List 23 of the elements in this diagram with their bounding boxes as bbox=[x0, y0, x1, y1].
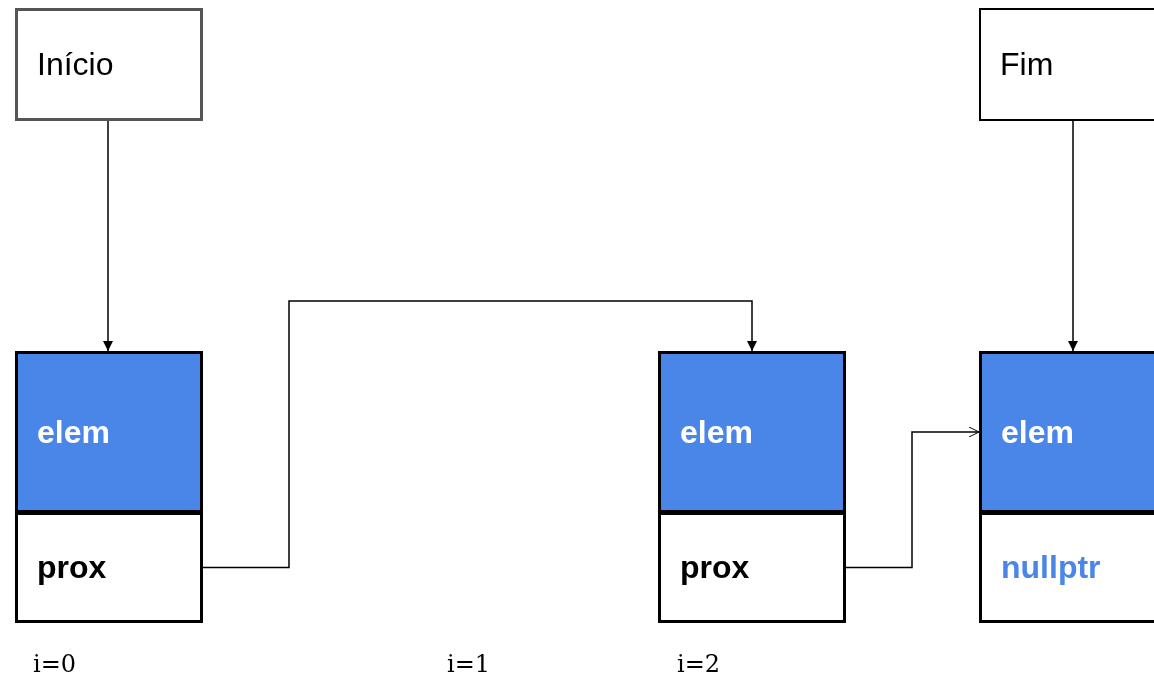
element-cell bbox=[658, 351, 846, 513]
arrow bbox=[1068, 120, 1078, 352]
arrow bbox=[845, 426, 980, 569]
index-label: i=1 bbox=[447, 650, 491, 678]
index-label: i=2 bbox=[677, 650, 721, 678]
arrow bbox=[202, 300, 757, 569]
cell-label: elem bbox=[680, 413, 753, 451]
cell-label: nullptr bbox=[1001, 549, 1101, 586]
pointer-cell bbox=[979, 512, 1154, 623]
label-box bbox=[979, 8, 1154, 121]
index-label: i=0 bbox=[33, 650, 77, 678]
cell-label: elem bbox=[37, 413, 110, 451]
cell-label: prox bbox=[37, 549, 107, 586]
label-box bbox=[15, 8, 203, 121]
cell-label: prox bbox=[680, 549, 750, 586]
cell-label: elem bbox=[1001, 413, 1074, 451]
element-cell bbox=[979, 351, 1154, 513]
box-label: Fim bbox=[1000, 46, 1054, 83]
box-label: Início bbox=[37, 46, 114, 83]
pointer-cell bbox=[15, 512, 203, 623]
pointer-cell bbox=[658, 512, 846, 623]
element-cell bbox=[15, 351, 203, 513]
arrow bbox=[103, 120, 113, 352]
